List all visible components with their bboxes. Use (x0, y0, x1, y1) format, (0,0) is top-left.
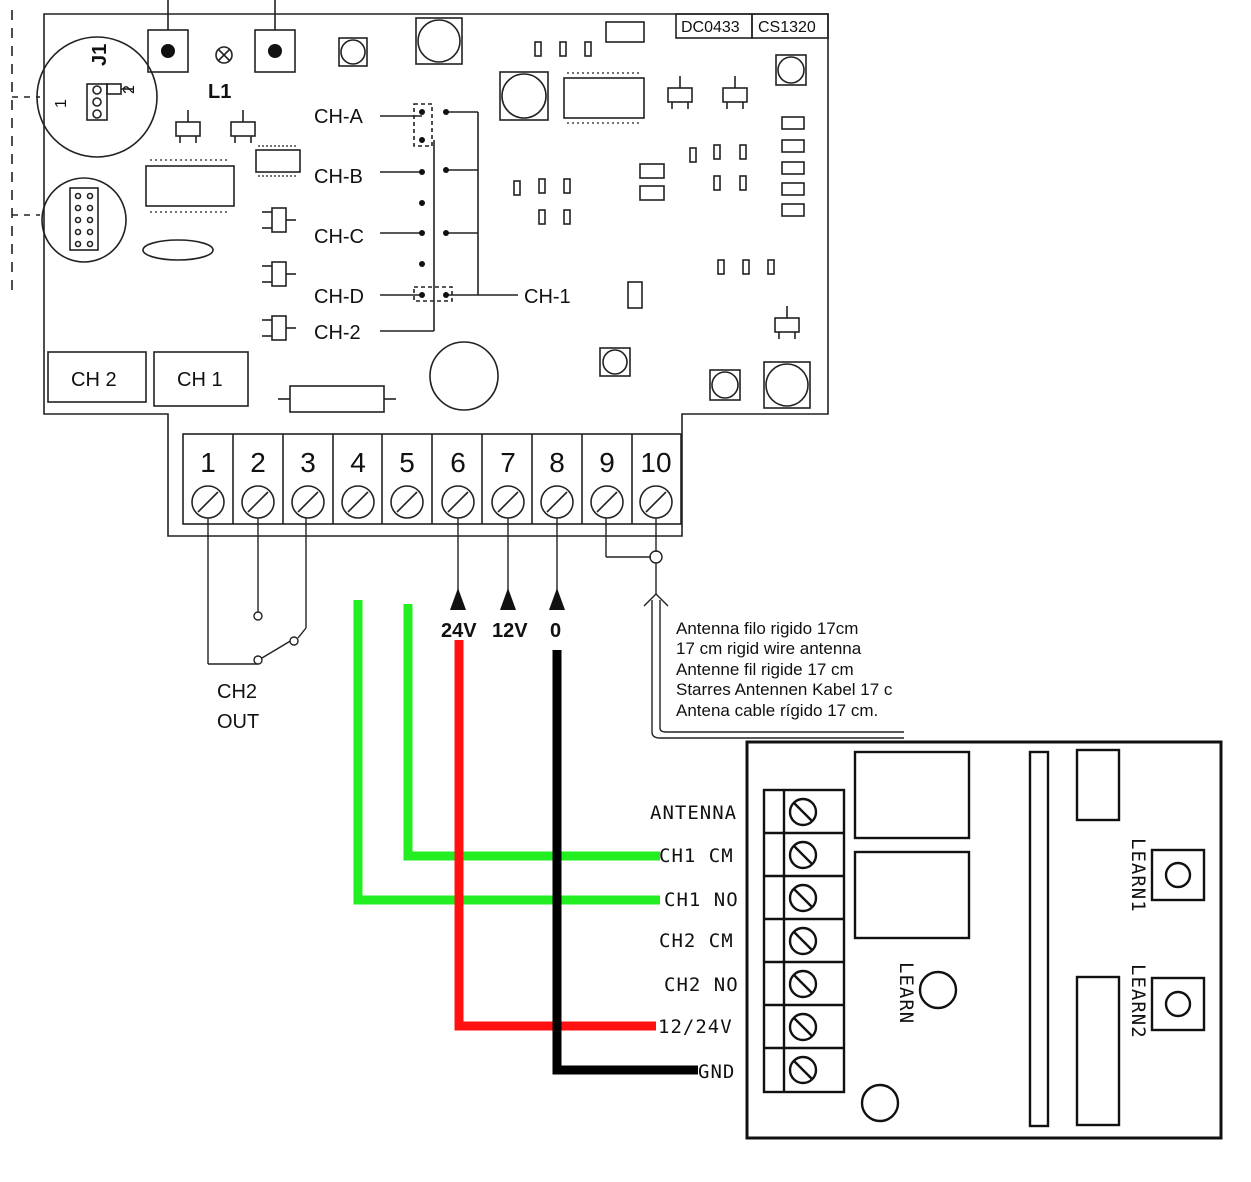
crystal-oval (142, 239, 214, 261)
jumper-pin1: 1 (53, 99, 70, 108)
antenna-note-line: Antena cable rígido 17 cm. (676, 701, 878, 720)
ch2-button (47, 351, 147, 403)
power-12v-label: 12V (492, 620, 528, 642)
ch2-out-line2: OUT (217, 711, 259, 733)
terminal-number: 9 (599, 447, 615, 478)
jumper-label: J1 (89, 44, 111, 66)
antenna-note-line: Antenne fil rigide 17 cm (676, 660, 854, 679)
channel-label-b: CH-B (314, 166, 363, 188)
antenna-note-line: 17 cm rigid wire antenna (676, 639, 862, 658)
receiver-screw (788, 840, 818, 870)
receiver-screw (788, 883, 818, 913)
connector-circle (41, 177, 127, 263)
ch1-button (153, 351, 249, 407)
led-icon (215, 46, 233, 64)
receiver-terminal-antenna: ANTENNA (650, 802, 737, 824)
jumper-pin2: 2 (121, 85, 138, 94)
board-outline (43, 13, 829, 537)
ch2-out-line1: CH2 (217, 681, 257, 703)
wire-ground (552, 650, 698, 1075)
receiver-terminal-ch1-no: CH1 NO (664, 889, 739, 911)
channel-label-2: CH-2 (314, 322, 361, 344)
receiver-screw (788, 1012, 818, 1042)
terminal-screw (590, 485, 624, 519)
code-box (751, 13, 829, 39)
terminal-screw (291, 485, 325, 519)
channel-label-a: CH-A (314, 106, 364, 128)
learn2-label: LEARN2 (1127, 964, 1149, 1039)
antenna-note-line: Antenna filo rigido 17cm (676, 619, 858, 638)
terminal-number: 7 (500, 447, 516, 478)
resistor (289, 385, 385, 413)
wire-power (454, 640, 656, 1031)
ic-chip (255, 149, 301, 173)
terminal-number: 8 (549, 447, 565, 478)
receiver-terminal-ch1-cm: CH1 CM (659, 845, 734, 867)
receiver-terminal-gnd: GND (698, 1061, 735, 1083)
terminal-screw (390, 485, 424, 519)
receiver-screw (788, 797, 818, 827)
channel-label-d: CH-D (314, 286, 364, 308)
ch1-button-label: CH 1 (177, 369, 223, 391)
wire-ch1-cm (403, 604, 660, 861)
terminal-number: 4 (350, 447, 366, 478)
ic-chip (563, 77, 645, 119)
power-24v-label: 24V (441, 620, 477, 642)
power-zero-label: 0 (550, 620, 561, 642)
receiver-screw (788, 1055, 818, 1085)
antenna-note: Antenna filo rigido 17cm 17 cm rigid wir… (676, 619, 893, 720)
channel-label-c: CH-C (314, 226, 364, 248)
terminal-number: 2 (250, 447, 266, 478)
ch2-button-label: CH 2 (71, 369, 117, 391)
board-button (254, 29, 296, 73)
transistor-icon (175, 76, 800, 341)
terminal-number: 6 (450, 447, 466, 478)
terminal-number: 5 (399, 447, 415, 478)
receiver-screw (788, 926, 818, 956)
led-label: L1 (208, 81, 231, 103)
terminal-number: 1 (200, 447, 216, 478)
board-button (147, 29, 189, 73)
board-code-2: CS1320 (758, 19, 816, 36)
receiver-screw (788, 969, 818, 999)
receiver-module (745, 740, 1223, 1140)
terminal-number: 3 (300, 447, 316, 478)
terminal-number: 10 (640, 447, 671, 478)
receiver-terminal-ch2-cm: CH2 CM (659, 930, 734, 952)
antenna-note-line: Starres Antennen Kabel 17 c (676, 680, 893, 699)
terminal-block (182, 433, 682, 525)
learn1-label: LEARN1 (1127, 838, 1149, 913)
learn-label: LEARN (895, 962, 917, 1024)
receiver-terminal-ch2-no: CH2 NO (664, 974, 739, 996)
ch1-label: CH-1 (524, 286, 571, 308)
terminal-screw (341, 485, 375, 519)
board-code-1: DC0433 (681, 19, 740, 36)
receiver-terminal-power: 12/24V (658, 1016, 733, 1038)
j1-jumper-circle (36, 36, 158, 158)
ic-chip (145, 165, 235, 207)
